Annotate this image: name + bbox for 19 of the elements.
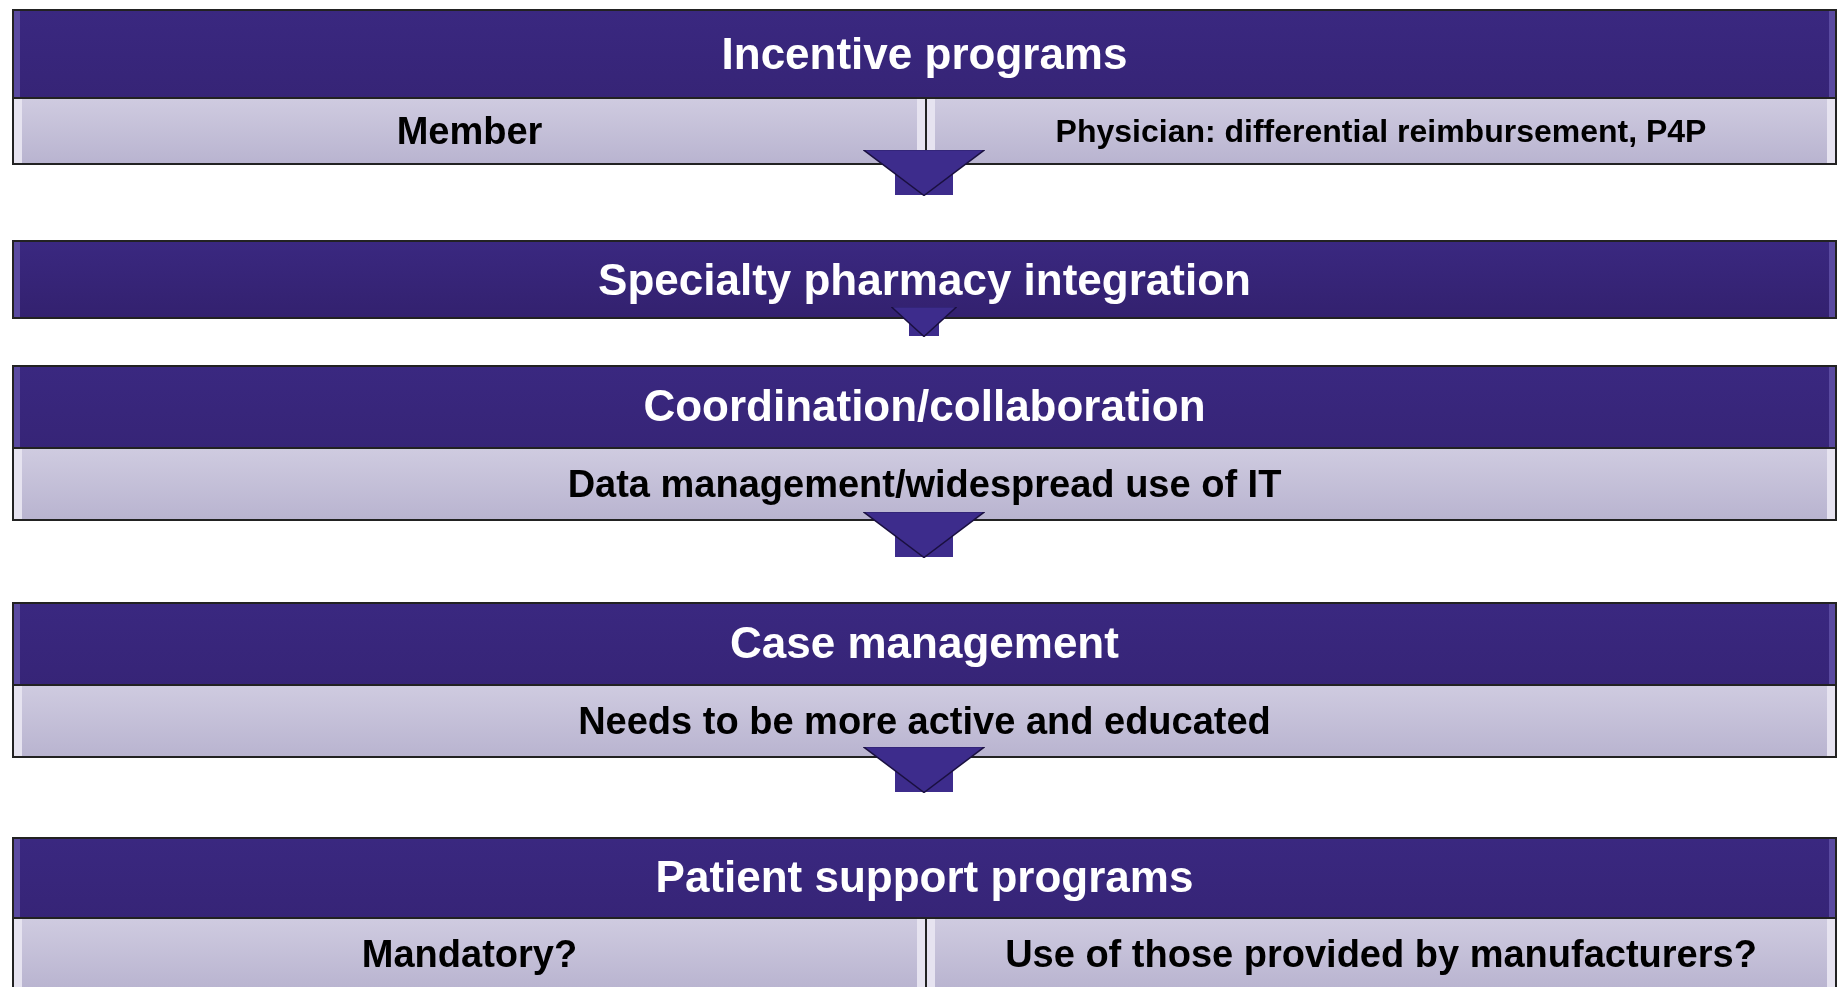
topic-heading: Patient support programs [655, 852, 1194, 902]
block-arrow [890, 305, 958, 338]
topic-heading: Incentive programs [721, 29, 1128, 79]
topic-bar: Specialty pharmacy integration [12, 240, 1837, 319]
topic-panel [12, 837, 1837, 987]
subtopic-bar: Data management/widespread use of IT [14, 447, 1835, 519]
subtopic-bar: Needs to be more active and educated [14, 684, 1835, 756]
topic-panel [12, 365, 1837, 521]
topic-heading: Coordination/collaboration [643, 381, 1206, 431]
block-arrow [862, 510, 986, 559]
topic-panel [12, 9, 1837, 165]
topic-panel [12, 602, 1837, 758]
subtopic-bar: Mandatory? [14, 917, 925, 987]
subtopic-bar: Use of those provided by manufacturers? [925, 917, 1835, 987]
subtopic-bar: Physician: differential reimbursement, P4P [925, 97, 1835, 163]
topic-heading: Case management [730, 618, 1119, 668]
block-arrow [862, 148, 986, 197]
block-arrow [862, 745, 986, 794]
subtopic-bar: Member [14, 97, 925, 163]
